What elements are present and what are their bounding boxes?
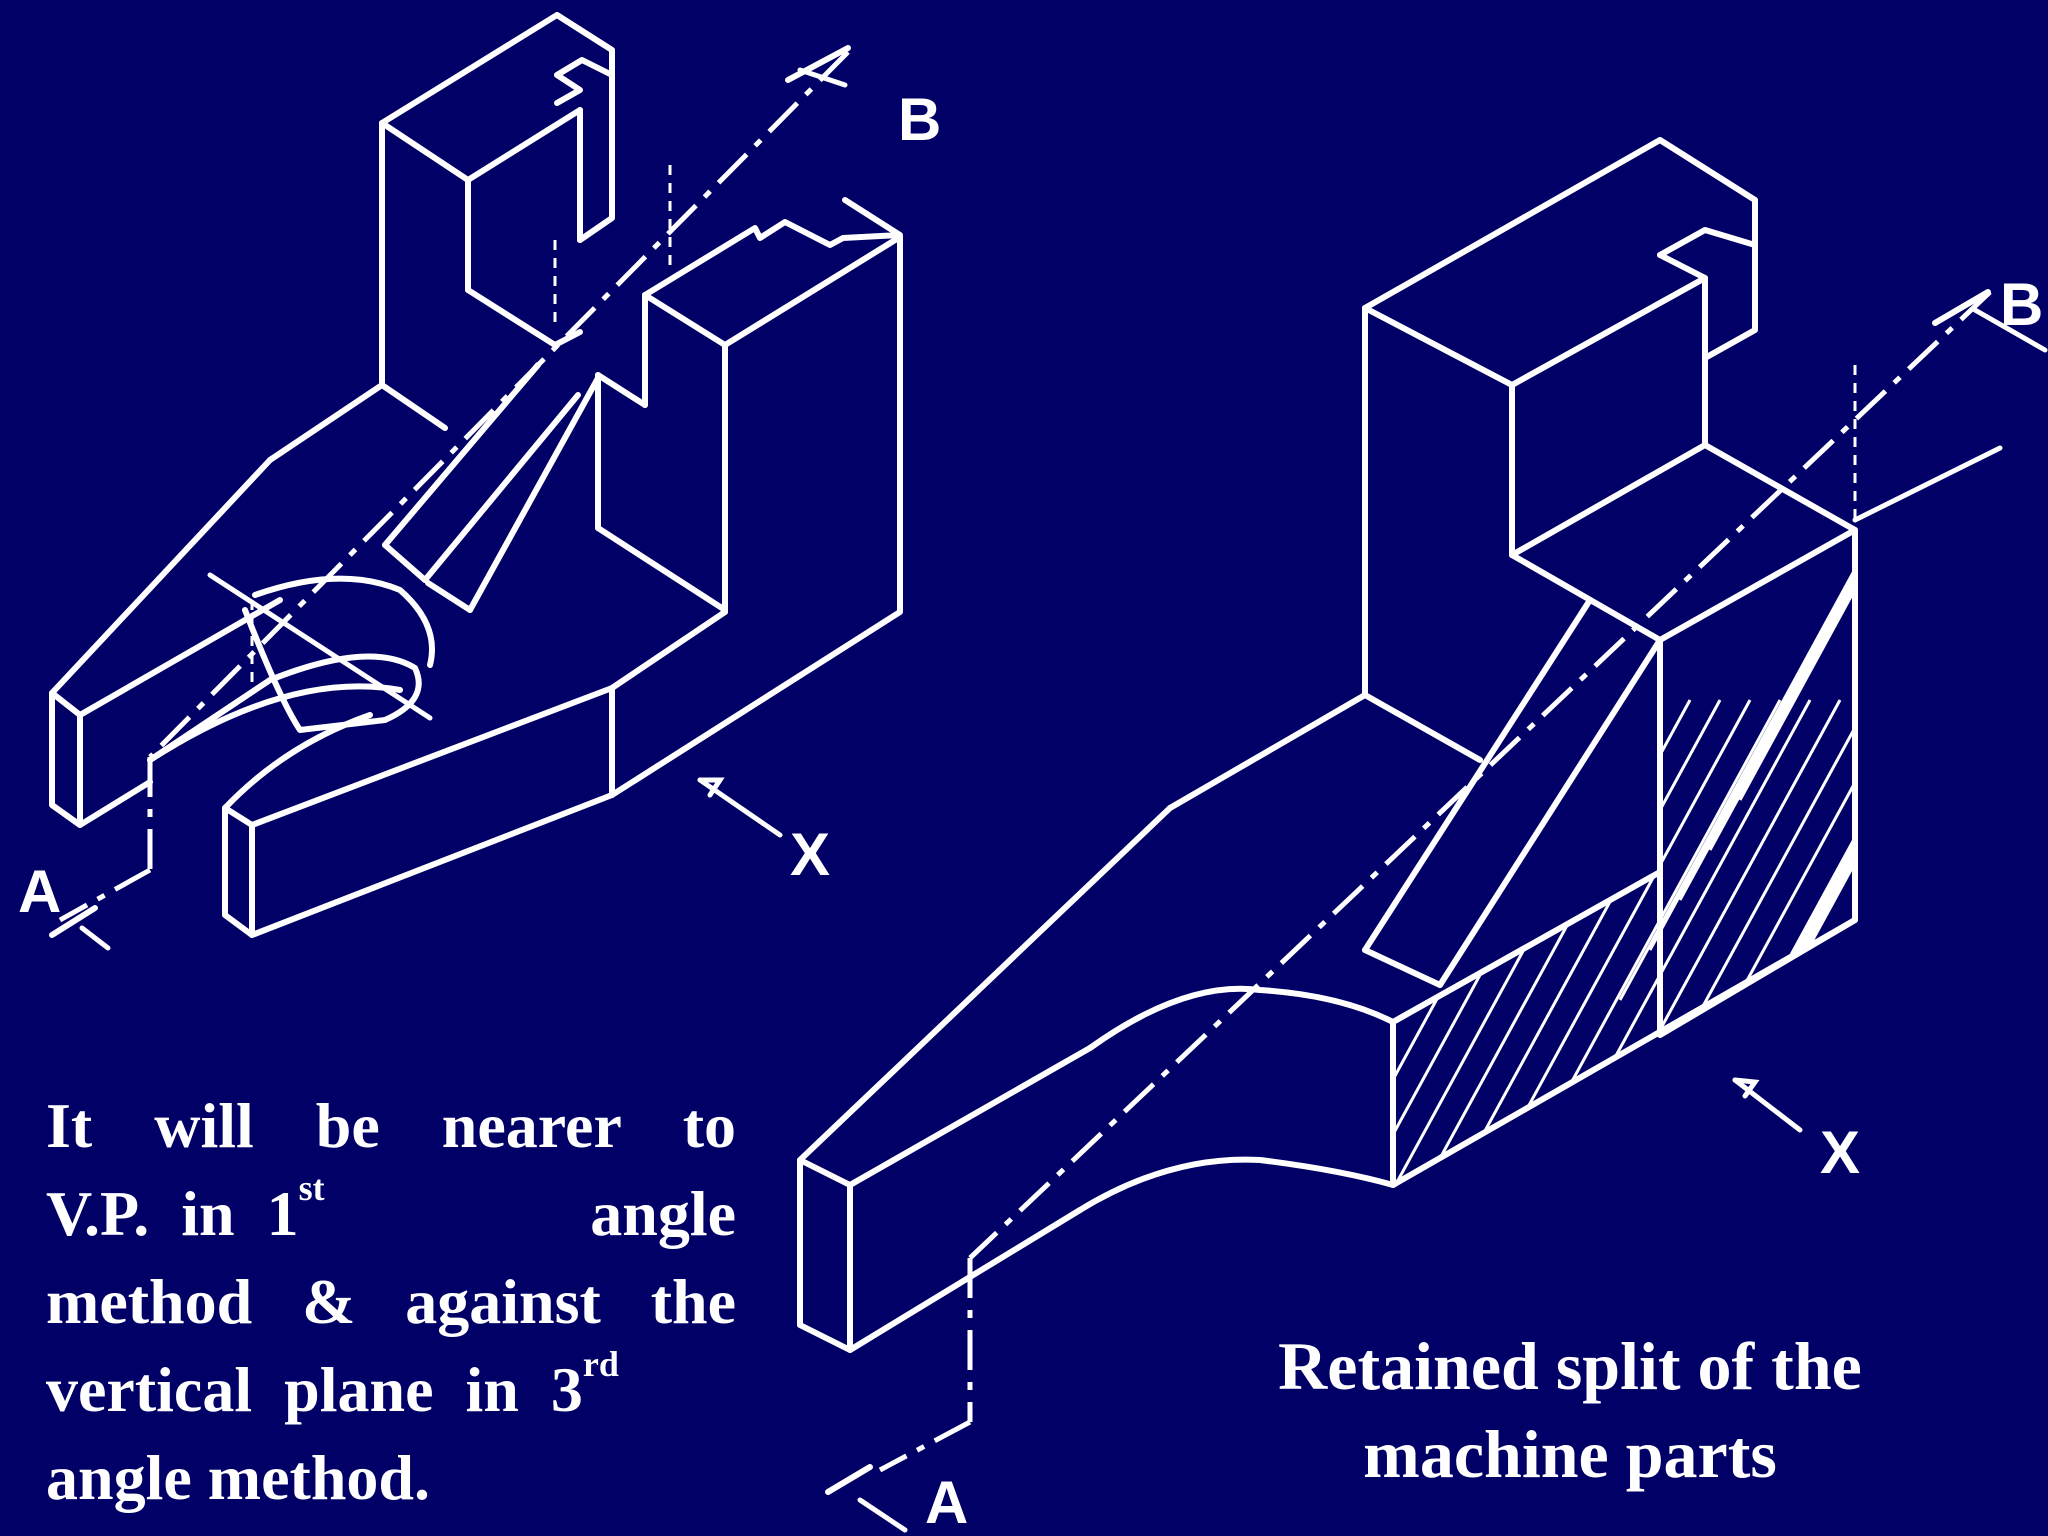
retained-caption-line-1: Retained split of the bbox=[1278, 1328, 1862, 1404]
caption-line-5: angle method. bbox=[46, 1442, 430, 1513]
caption-line-4: vertical plane in 3rd bbox=[46, 1346, 736, 1434]
label-x-left: X bbox=[790, 821, 830, 888]
label-a-right: A bbox=[925, 1469, 968, 1536]
caption-line-3: method & against the bbox=[46, 1266, 736, 1337]
caption-line-2-b: angle bbox=[590, 1178, 736, 1249]
retained-caption-line-2: machine parts bbox=[1363, 1416, 1777, 1492]
caption-line-2-a: V.P. in 1 bbox=[46, 1178, 299, 1249]
caption-line-1: It will be nearer to bbox=[46, 1090, 736, 1161]
caption-line-2-sup: st bbox=[298, 1168, 325, 1208]
label-a-left: A bbox=[18, 858, 61, 925]
full-part-isometric bbox=[49, 12, 903, 951]
explanation-caption: It will be nearer to V.P. in 1st angle m… bbox=[46, 1082, 736, 1522]
caption-line-2: V.P. in 1st angle bbox=[46, 1170, 736, 1258]
label-b-left: B bbox=[898, 86, 941, 153]
retained-split-caption: Retained split of the machine parts bbox=[1190, 1322, 1950, 1498]
caption-line-4-a: vertical plane in 3 bbox=[46, 1354, 583, 1425]
label-b-right: B bbox=[2000, 271, 2043, 338]
label-x-right: X bbox=[1820, 1119, 1860, 1186]
caption-line-4-sup: rd bbox=[582, 1344, 619, 1384]
